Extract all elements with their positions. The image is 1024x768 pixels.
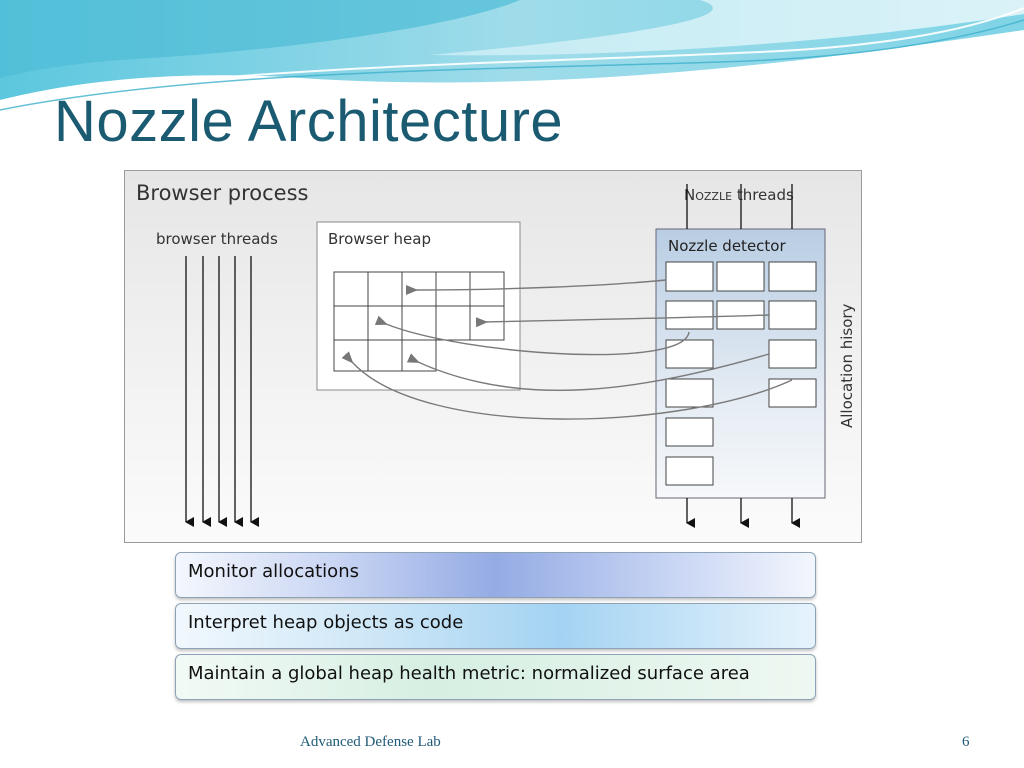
history-cell (768, 261, 817, 292)
pointer-arrow (374, 315, 690, 356)
heap-cell (333, 305, 369, 341)
pointer-arrow (475, 314, 770, 328)
slide-title: Nozzle Architecture (54, 89, 564, 154)
allocation-history-label: Allocation hisory (838, 303, 856, 428)
browser-threads-label: browser threads (156, 230, 278, 248)
nozzle-detector-label: Nozzle detector (668, 237, 786, 255)
header-wave-decoration (0, 0, 1024, 111)
history-cell (665, 378, 714, 408)
history-cell (665, 339, 714, 369)
heap-cell (401, 271, 437, 307)
heap-cell (469, 305, 505, 341)
history-cell (768, 339, 817, 369)
pointer-arrow (406, 353, 770, 391)
bullet-interpret-heap-objects: Interpret heap objects as code (175, 603, 816, 649)
heap-cell (367, 271, 403, 307)
bullet-monitor-allocations: Monitor allocations (175, 552, 816, 598)
pointer-arrow (341, 351, 793, 420)
allocation-history-cells (665, 261, 817, 486)
heap-cell (367, 305, 403, 341)
pointer-arrow (405, 279, 667, 296)
browser-thread-arrows (185, 256, 259, 527)
history-cell (768, 378, 817, 408)
browser-process-label: Browser process (136, 181, 308, 205)
history-pointer-arrows (341, 279, 793, 420)
architecture-diagram: Browser process browser threads Browser … (124, 170, 862, 543)
heap-cell (367, 339, 403, 372)
heap-cell (333, 339, 369, 372)
footer-lab-name: Advanced Defense Lab (300, 734, 441, 750)
history-cell (665, 300, 714, 330)
heap-cell (401, 339, 437, 372)
page-number: 6 (962, 734, 970, 750)
nozzle-thread-arrows (686, 184, 800, 528)
nozzle-threads-label: NOZZLE threads (684, 186, 794, 204)
history-cell (665, 417, 714, 447)
history-cell (768, 300, 817, 330)
heap-cell (333, 271, 369, 307)
history-cell (716, 261, 765, 292)
history-cell (665, 261, 714, 292)
bullet-maintain-heap-health: Maintain a global heap health metric: no… (175, 654, 816, 700)
heap-cell (435, 305, 471, 341)
history-cell (665, 456, 714, 486)
browser-heap-label: Browser heap (328, 230, 431, 248)
